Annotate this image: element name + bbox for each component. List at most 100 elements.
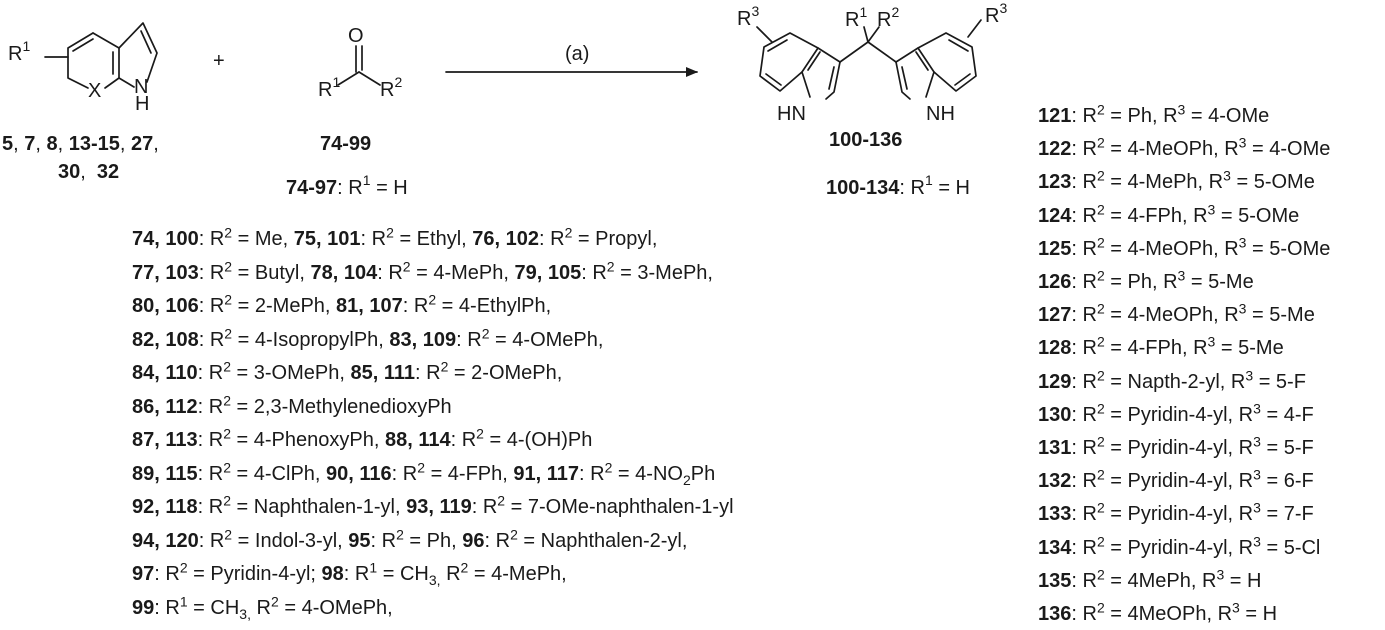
superscript: 3 [1245, 366, 1254, 383]
substituent-text: : R [1071, 138, 1097, 161]
superscript: 2 [270, 592, 279, 609]
substituent-text: : R [197, 462, 224, 485]
right-list-row: 135: R2 = 4MePh, R3 = H [1038, 567, 1262, 593]
substituent-text: : R [1071, 470, 1097, 493]
substituent-text: : R [1071, 105, 1097, 127]
substituent-text: = H [1224, 569, 1262, 592]
substituent-text: : R [1071, 304, 1097, 327]
substituent-text: = 4-EthylPh, [436, 295, 552, 317]
superscript: 2 [1096, 267, 1105, 284]
substituent-text: : R [1071, 370, 1097, 393]
substituent-text: = CH [377, 563, 429, 585]
superscript: 2 [417, 458, 426, 475]
substituent-text: = 4-(OH)Ph [483, 429, 593, 451]
substituent-text: = Napth-2-yl, R [1104, 370, 1246, 393]
substituent-text: : R [1071, 237, 1097, 260]
superscript: 2 [497, 492, 506, 509]
substituent-text: = 3-OMePh, [230, 362, 351, 384]
substituent-text: = Indol-3-yl, [232, 529, 349, 552]
substituent-text: : R [1071, 171, 1097, 194]
r3-atom-label-right: R3 [985, 0, 1007, 27]
substituent-text: = 4-FPh, [425, 462, 514, 485]
substituent-text: = 6-F [1260, 470, 1314, 493]
superscript: 3 [1238, 134, 1247, 151]
superscript: 2 [1096, 400, 1105, 417]
substituent-text: : R [402, 295, 429, 317]
left-list-row: 94, 120: R2 = Indol-3-yl, 95: R2 = Ph, 9… [132, 525, 687, 553]
substituent-text: = 4-NO [612, 462, 683, 485]
plus-sign: + [213, 50, 225, 72]
substituent-text: = H [1239, 603, 1278, 625]
compound-number: 76, 102 [472, 228, 539, 250]
substituent-text: = 4MePh, R [1104, 569, 1217, 592]
right-list-row: 123: R2 = 4-MePh, R3 = 5-OMe [1038, 167, 1315, 194]
superscript: 3 [1253, 400, 1261, 417]
compound-number: 124 [1038, 204, 1072, 227]
substituent-text: = 4-MePh, [410, 261, 515, 284]
substituent-text: : R [198, 228, 225, 250]
left-list-row: 74, 100: R2 = Me, 75, 101: R2 = Ethyl, 7… [132, 224, 657, 251]
substituent-text: = 4-MeOPh, R [1104, 304, 1239, 327]
superscript: 2 [223, 492, 231, 509]
superscript: 3 [1223, 167, 1231, 184]
superscript: 2 [386, 224, 394, 241]
superscript: 2 [510, 525, 518, 542]
subscript: 3, [239, 605, 251, 622]
substituent-text: = Pyridin-4-yl, R [1104, 536, 1254, 559]
substituent-text: = Pyridin-4-yl, R [1104, 503, 1254, 526]
substituent-text: : R [450, 429, 477, 451]
superscript: 3 [1238, 300, 1247, 317]
substituent-text: : R [1071, 271, 1097, 293]
substituent-text: : R [471, 496, 498, 518]
reactant2-compound-number: 74-99 [320, 133, 371, 155]
compound-number: 77, 103 [132, 261, 199, 284]
reaction-condition-label: (a) [565, 43, 589, 65]
superscript: 2 [1096, 200, 1105, 217]
superscript: 2 [223, 391, 231, 408]
hn-atom-label: HN [777, 103, 806, 125]
superscript: 2 [224, 224, 233, 241]
substituent-text: : R [198, 328, 225, 351]
substituent-text: = 2,3-MethylenedioxyPh [230, 395, 452, 418]
substituent-text: = 2-MePh, [232, 295, 337, 317]
right-list-row: 133: R2 = Pyridin-4-yl, R3 = 7-F [1038, 501, 1314, 526]
substituent-text: = Pyridin-4-yl; [187, 563, 322, 585]
substituent-text: : R [484, 529, 511, 552]
compound-number: 86, 112 [132, 395, 198, 418]
superscript: 2 [179, 559, 188, 576]
left-list-row: 86, 112: R2 = 2,3-MethylenedioxyPh [132, 391, 452, 419]
superscript: 2 [606, 257, 615, 274]
substituent-text: = 4-MeOPh, R [1104, 138, 1239, 161]
compound-number: 121 [1038, 105, 1072, 127]
substituent-text: = 4-OMePh, [278, 596, 393, 619]
substituent-text: = Pyridin-4-yl, R [1104, 470, 1254, 493]
compound-number: 92, 118 [132, 496, 198, 518]
substituent-text: = 4-PhenoxyPh, [230, 429, 385, 451]
substituent-text: = 5-OMe [1230, 171, 1315, 194]
substituent-text: : R [456, 328, 482, 351]
substituent-text: = Ethyl, [393, 228, 473, 250]
substituent-text: : R [198, 529, 225, 552]
compound-number: 98 [321, 563, 344, 585]
substituent-text: R [440, 563, 461, 585]
superscript: 2 [1096, 599, 1105, 616]
substituent-text: = 4-IsopropylPh, [232, 328, 390, 351]
substituent-text: = Naphthalen-1-yl, [230, 496, 407, 518]
compound-number: 75, 101 [293, 228, 361, 250]
right-list-row: 132: R2 = Pyridin-4-yl, R3 = 6-F [1038, 468, 1314, 493]
substituent-text: : R [154, 563, 180, 585]
compound-number: 132 [1038, 470, 1072, 493]
left-list-row: 99: R1 = CH3, R2 = 4-OMePh, [132, 592, 393, 622]
substituent-text: = Pyridin-4-yl, R [1104, 437, 1254, 459]
substituent-text: = 4-MeOPh, R [1104, 237, 1239, 260]
superscript: 3 [1238, 234, 1247, 251]
substituent-text: : R [197, 429, 224, 451]
substituent-text: : R [1071, 603, 1097, 625]
substituent-text: : R [415, 362, 441, 384]
substituent-text: = Ph, R [1104, 105, 1178, 127]
superscript: 2 [1096, 101, 1105, 118]
compound-number: 99 [132, 596, 155, 619]
superscript: 2 [223, 358, 231, 375]
substituent-text: = 4-F [1260, 403, 1314, 426]
product-structure: R3 HN R3 NH R1 R2 [737, 0, 1007, 125]
